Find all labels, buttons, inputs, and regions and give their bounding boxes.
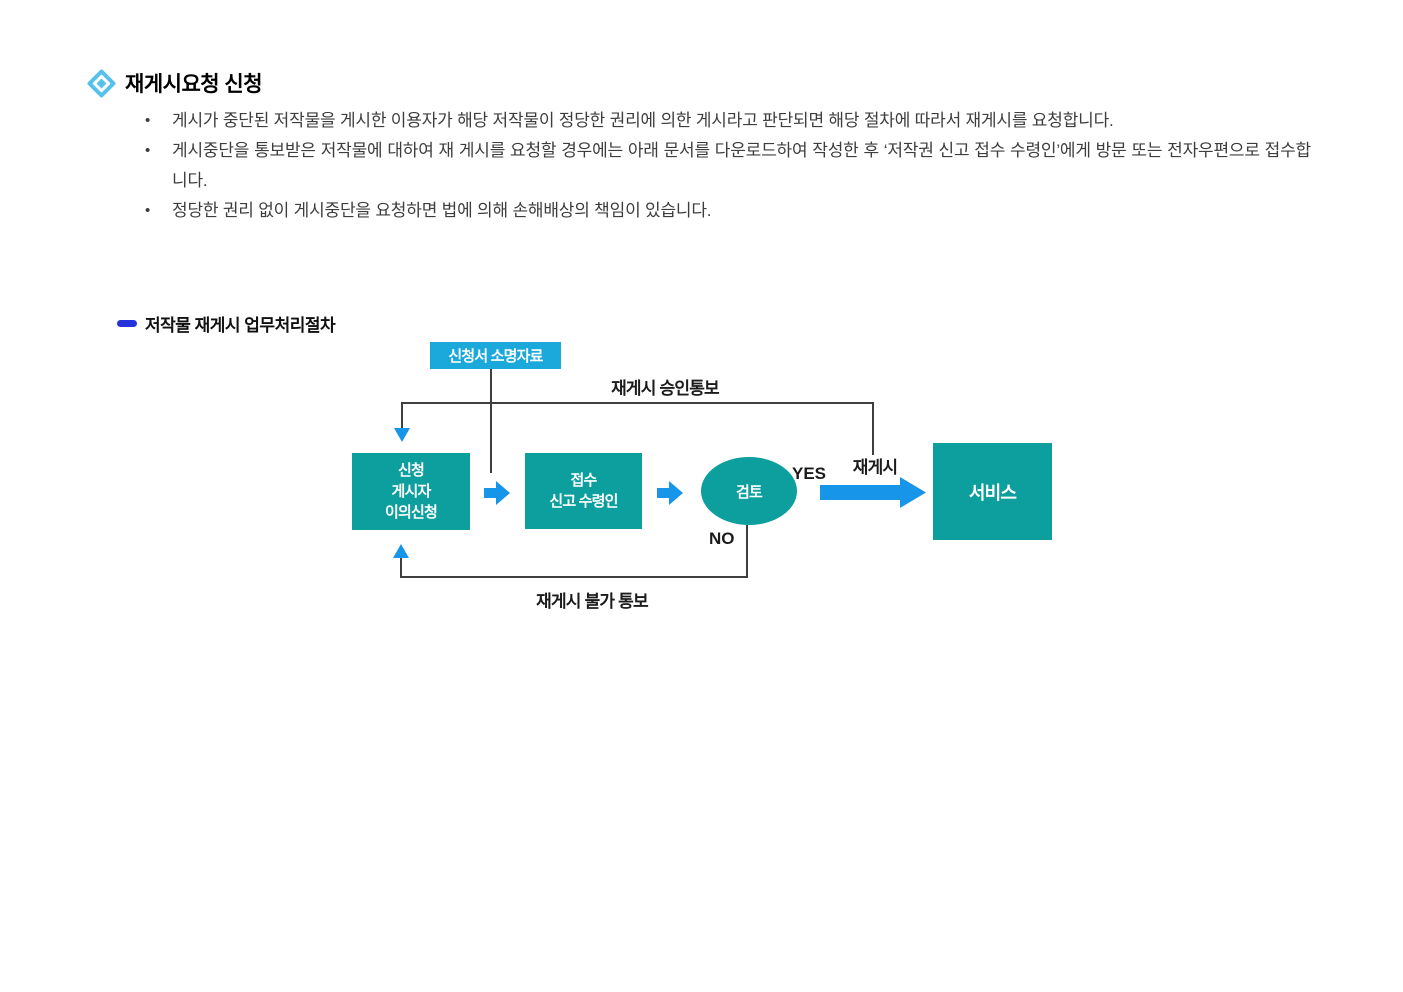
receipt-box-label: 접수 신고 수령인 xyxy=(549,472,618,510)
repost-label: 재게시 xyxy=(852,458,898,477)
bullet-list: • 게시가 중단된 저작물을 게시한 이용자가 해당 저작물이 정당한 권리에 … xyxy=(145,106,1311,226)
right-arrow-icon xyxy=(657,481,683,505)
rejection-notice-label: 재게시 불가 통보 xyxy=(536,592,649,611)
approval-notice-label: 재게시 승인통보 xyxy=(611,379,720,398)
section-title: 저작물 재게시 업무처리절차 xyxy=(145,316,336,335)
rejection-loop-line xyxy=(400,525,748,578)
right-arrow-icon xyxy=(484,481,510,505)
thick-right-arrow-icon xyxy=(820,477,926,508)
bullet-item: • 게시중단을 통보받은 저작물에 대하여 재 게시를 요청할 경우에는 아래 … xyxy=(145,136,1311,196)
no-label: NO xyxy=(709,529,735,548)
service-box: 서비스 xyxy=(933,443,1052,540)
section-heading: 저작물 재게시 업무처리절차 xyxy=(117,311,336,336)
down-arrowhead-icon xyxy=(394,428,410,442)
bullet-text: 정당한 권리 없이 게시중단을 요청하면 법에 의해 손해배상의 책임이 있습니… xyxy=(172,201,712,220)
bullet-text: 게시가 중단된 저작물을 게시한 이용자가 해당 저작물이 정당한 권리에 의한… xyxy=(172,111,1114,130)
title-row: 재게시요청 신청 xyxy=(86,68,263,98)
applicant-box-label: 신청 게시자 이의신청 xyxy=(384,462,438,521)
bullet-dot-icon: • xyxy=(145,112,151,129)
service-box-label: 서비스 xyxy=(968,482,1017,503)
review-ellipse-label: 검토 xyxy=(735,483,763,501)
dash-bullet-icon xyxy=(117,320,137,327)
evidence-box: 신청서 소명자료 xyxy=(430,342,561,369)
yes-label: YES xyxy=(792,464,827,483)
evidence-box-label: 신청서 소명자료 xyxy=(448,348,543,365)
up-arrowhead-icon xyxy=(393,544,409,558)
receipt-box: 접수 신고 수령인 xyxy=(525,453,642,529)
review-ellipse: 검토 xyxy=(701,457,797,525)
bullet-item: • 정당한 권리 없이 게시중단을 요청하면 법에 의해 손해배상의 책임이 있… xyxy=(145,196,1311,226)
bullet-dot-icon: • xyxy=(145,202,151,219)
bullet-dot-icon: • xyxy=(145,142,151,159)
approval-loop-line xyxy=(401,402,874,455)
bullet-text: 게시중단을 통보받은 저작물에 대하여 재 게시를 요청할 경우에는 아래 문서… xyxy=(172,141,1311,190)
bullet-item: • 게시가 중단된 저작물을 게시한 이용자가 해당 저작물이 정당한 권리에 … xyxy=(145,106,1311,136)
page-title: 재게시요청 신청 xyxy=(125,73,263,96)
applicant-box: 신청 게시자 이의신청 xyxy=(352,453,470,530)
